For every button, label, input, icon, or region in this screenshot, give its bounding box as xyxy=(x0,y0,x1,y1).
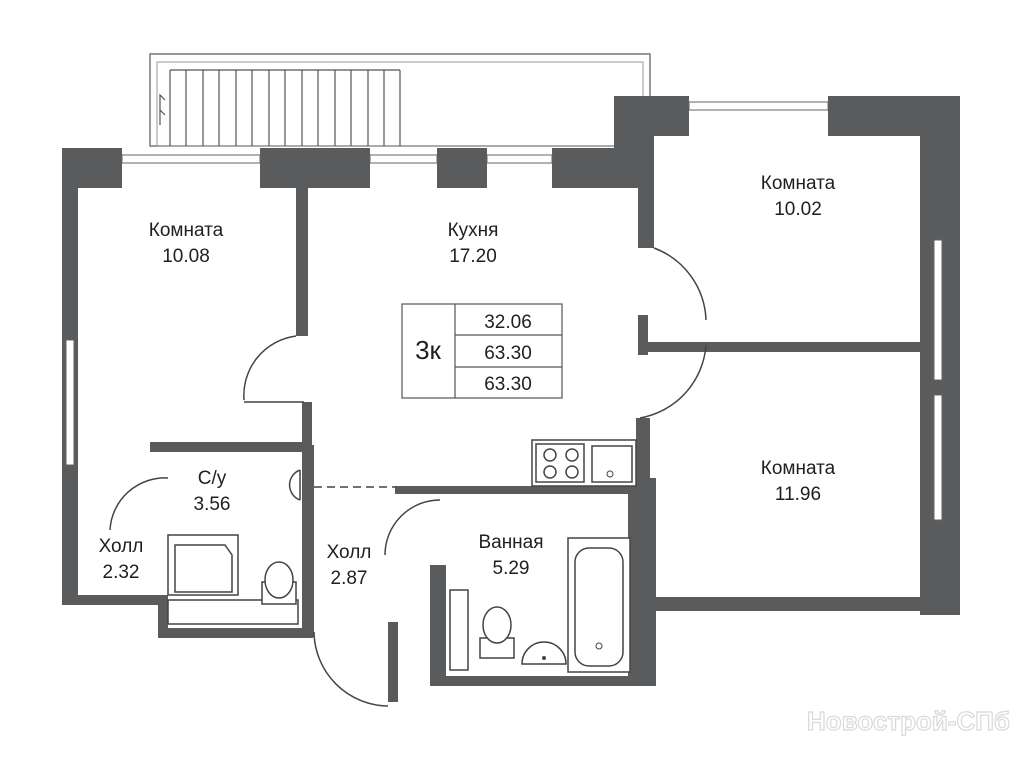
outer-walls xyxy=(62,96,960,702)
room-top-right-name: Комната xyxy=(761,173,836,194)
bathroom-name: Ванная xyxy=(478,532,543,553)
kitchen-area: 17.20 xyxy=(449,246,497,267)
balcony-stairs xyxy=(149,53,651,147)
interior-walls xyxy=(150,136,924,494)
hall-left-area: 2.32 xyxy=(103,562,140,583)
toilet-fixtures xyxy=(167,534,299,625)
room-left-name: Комната xyxy=(149,220,224,241)
room-left-area: 10.08 xyxy=(162,246,210,267)
watermark: Новострой-СПб xyxy=(807,706,1010,736)
room-top-right-area: 10.02 xyxy=(774,199,822,220)
room-bottom-right-area: 11.96 xyxy=(775,484,821,505)
bathroom-area: 5.29 xyxy=(493,558,530,579)
summary-table: 3к 32.06 63.30 63.30 xyxy=(401,303,563,399)
kitchen-fixtures xyxy=(531,439,637,487)
area-living: 32.06 xyxy=(484,312,532,333)
toilet-area: 3.56 xyxy=(194,494,231,515)
apartment-type: 3к xyxy=(415,335,441,365)
room-labels: Комната 10.08 Кухня 17.20 Комната 10.02 … xyxy=(99,173,836,589)
hall-left-name: Холл xyxy=(99,536,144,557)
kitchen-name: Кухня xyxy=(448,220,499,241)
area-total: 63.30 xyxy=(484,343,532,364)
area-total-alt: 63.30 xyxy=(484,374,532,395)
bathroom-fixtures xyxy=(449,537,631,673)
hall-center-area: 2.87 xyxy=(331,568,368,589)
hall-center-name: Холл xyxy=(327,542,372,563)
door-swings xyxy=(109,247,707,707)
room-bottom-right-name: Комната xyxy=(761,458,836,479)
toilet-name: С/у xyxy=(198,468,227,489)
